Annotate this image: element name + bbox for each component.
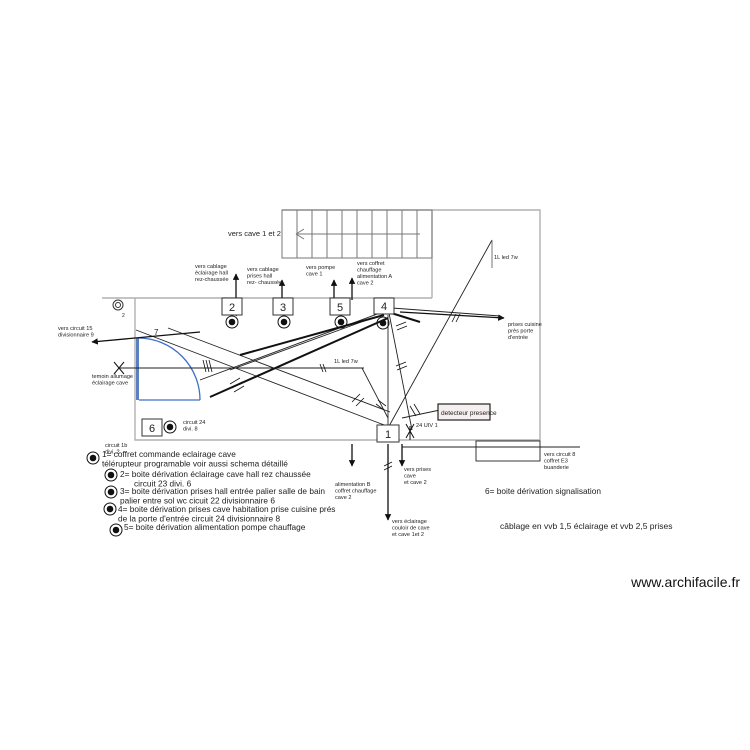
- bullet-legend-2: [104, 468, 118, 482]
- box-6[interactable]: [141, 418, 163, 437]
- staircase: [281, 209, 433, 259]
- box-4[interactable]: [373, 297, 395, 315]
- box-4-label: 4: [381, 301, 387, 313]
- legend-item-3: 3= boite dérivation prises hall entrée p…: [120, 486, 325, 506]
- bullet-markers: [86, 315, 390, 537]
- bullet-legend-4: [103, 502, 117, 516]
- lamp-cross: [113, 361, 125, 375]
- wires: [120, 239, 501, 431]
- box-2-label: 2: [229, 302, 235, 314]
- watermark: www.archifacile.fr: [631, 574, 740, 590]
- label-num7: 7: [154, 328, 159, 337]
- bullet-legend-3: [104, 485, 118, 499]
- cable-marks: [202, 313, 461, 471]
- box-1-label: 1: [385, 429, 391, 441]
- label-detecteur: detecteur presence: [441, 410, 497, 417]
- label-led-mid: 1L led 7w: [334, 359, 359, 365]
- box-3-label: 3: [280, 302, 286, 314]
- box-5-label: 5: [337, 302, 343, 314]
- switch-symbol: [405, 423, 415, 440]
- box-3[interactable]: [272, 297, 294, 316]
- legend-item-4: 4= boite dérivation prises cave habitati…: [118, 504, 335, 524]
- right-wire: [402, 240, 580, 462]
- box-6-label: 6: [149, 423, 155, 435]
- box-5[interactable]: [329, 297, 351, 316]
- legend-item-5: 5= boite dérivation alimentation pompe c…: [124, 522, 306, 532]
- bullet-legend-1: [86, 451, 100, 465]
- legend-item-2: 2= boite dérivation éclairage cave hall …: [120, 469, 311, 489]
- bullet-legend-5: [109, 523, 123, 537]
- bullet-box5: [334, 315, 348, 329]
- bullet-box4: [376, 316, 390, 330]
- top-left-circle: [112, 299, 124, 311]
- box-2[interactable]: [221, 297, 243, 316]
- detector-box[interactable]: [437, 403, 491, 421]
- label-uv: 24 UIV 1: [416, 423, 438, 429]
- bullet-box3: [277, 315, 291, 329]
- junction-boxes: [141, 297, 491, 443]
- bullet-box2: [225, 315, 239, 329]
- legend-item-6: 6= boite dérivation signalisation: [485, 486, 601, 496]
- door-swing: [136, 337, 201, 401]
- cablage-note: câblage en vvb 1,5 éclairage et vvb 2,5 …: [500, 521, 672, 531]
- box-1[interactable]: [376, 424, 400, 443]
- label-led-top: 1L led 7w: [494, 255, 519, 261]
- arrows: [91, 273, 505, 521]
- label-stairs: vers cave 1 et 2: [228, 229, 281, 238]
- bullet-box6: [163, 420, 177, 434]
- label-num-small: 2: [122, 313, 125, 319]
